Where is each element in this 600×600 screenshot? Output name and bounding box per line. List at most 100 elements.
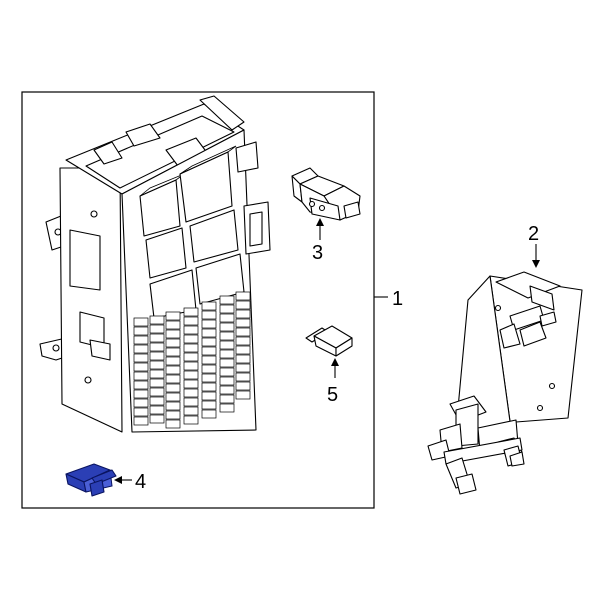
fuse-slot (201, 301, 217, 311)
fuse-slot (201, 373, 217, 383)
fuse-slot (201, 409, 217, 419)
fuse-slot (183, 388, 199, 398)
fuse-slot (165, 347, 181, 357)
fuse-slot (183, 379, 199, 389)
fuse-slot (219, 367, 235, 377)
fuse-slot (201, 355, 217, 365)
fuse-slot (235, 336, 251, 346)
fuse-slot (219, 313, 235, 323)
fuse-slot (201, 346, 217, 356)
fuse-slot (165, 392, 181, 402)
fuse-slot (149, 342, 165, 352)
fuse-relay-box[interactable] (39, 95, 271, 433)
bracket-part-2[interactable] (427, 271, 583, 495)
fuse-slot (219, 394, 235, 404)
fuse-slot (183, 397, 199, 407)
fuse-slot (149, 333, 165, 343)
fuse-slot (183, 316, 199, 326)
fuse-slot (219, 322, 235, 332)
fuse-slot (165, 329, 181, 339)
fuse-part-4-highlighted[interactable] (65, 463, 117, 497)
fuse-slot (235, 291, 251, 301)
fuse-slot (149, 414, 165, 424)
fuse-slot (219, 304, 235, 314)
fuse-slot (165, 383, 181, 393)
fuse-slot (183, 361, 199, 371)
fuse-slot (235, 309, 251, 319)
fuse-slot (219, 385, 235, 395)
fuse-slot (165, 401, 181, 411)
fuse-slot (165, 320, 181, 330)
fuse-slot (149, 405, 165, 415)
fuse-slot (133, 389, 149, 399)
fuse-slot (201, 391, 217, 401)
fuse-slot (235, 327, 251, 337)
callout-label-1: 1 (392, 288, 403, 310)
fuse-slot (201, 382, 217, 392)
fuse-grid (133, 291, 251, 429)
fuse-slot (235, 390, 251, 400)
fuse-slot (219, 403, 235, 413)
fuse-slot (235, 381, 251, 391)
fuse-slot (165, 338, 181, 348)
callout-label-5: 5 (327, 384, 338, 406)
fuse-slot (133, 398, 149, 408)
fuse-slot (183, 415, 199, 425)
fuse-slot (235, 354, 251, 364)
fuse-slot (219, 349, 235, 359)
fuse-slot (149, 396, 165, 406)
fuse-slot (201, 400, 217, 410)
fuse-slot (133, 335, 149, 345)
fuse-slot (183, 343, 199, 353)
fuse-slot (201, 310, 217, 320)
fuse-slot (219, 340, 235, 350)
fuse-slot (183, 370, 199, 380)
callout-label-3: 3 (312, 242, 323, 264)
fuse-slot (133, 353, 149, 363)
fuse-slot (149, 360, 165, 370)
fuse-slot (219, 358, 235, 368)
fuse-slot (133, 362, 149, 372)
fuse-slot (219, 331, 235, 341)
fuse-slot (165, 374, 181, 384)
fuse-slot (183, 406, 199, 416)
fuse-slot (201, 337, 217, 347)
fuse-slot (183, 307, 199, 317)
fuse-slot (235, 300, 251, 310)
fuse-slot (201, 364, 217, 374)
fuse-slot (133, 416, 149, 426)
fuse-slot (149, 315, 165, 325)
fuse-slot (235, 345, 251, 355)
fuse-slot (201, 328, 217, 338)
fuse-slot (165, 365, 181, 375)
fuse-slot (219, 376, 235, 386)
callout-label-2: 2 (528, 223, 539, 245)
fuse-slot (235, 318, 251, 328)
fuse-slot (165, 410, 181, 420)
fuse-slot (183, 334, 199, 344)
assembly-frame (21, 91, 375, 509)
fuse-slot (133, 371, 149, 381)
callout-label-4: 4 (135, 471, 146, 493)
fuse-slot (149, 378, 165, 388)
fuse-slot (219, 295, 235, 305)
fuse-slot (183, 325, 199, 335)
fuse-slot (133, 344, 149, 354)
fuse-slot (149, 387, 165, 397)
fuse-slot (165, 419, 181, 429)
fuse-slot (149, 351, 165, 361)
fuse-slot (149, 324, 165, 334)
fuse-slot (149, 369, 165, 379)
fuse-slot (133, 317, 149, 327)
fuse-slot (183, 352, 199, 362)
fuse-slot (133, 407, 149, 417)
fuse-slot (133, 380, 149, 390)
fuse-slot (165, 356, 181, 366)
relay-part-3[interactable] (291, 167, 361, 221)
fuse-part-5[interactable] (305, 325, 353, 357)
fuse-slot (235, 363, 251, 373)
fuse-slot (133, 326, 149, 336)
fuse-slot (165, 311, 181, 321)
fuse-slot (201, 319, 217, 329)
